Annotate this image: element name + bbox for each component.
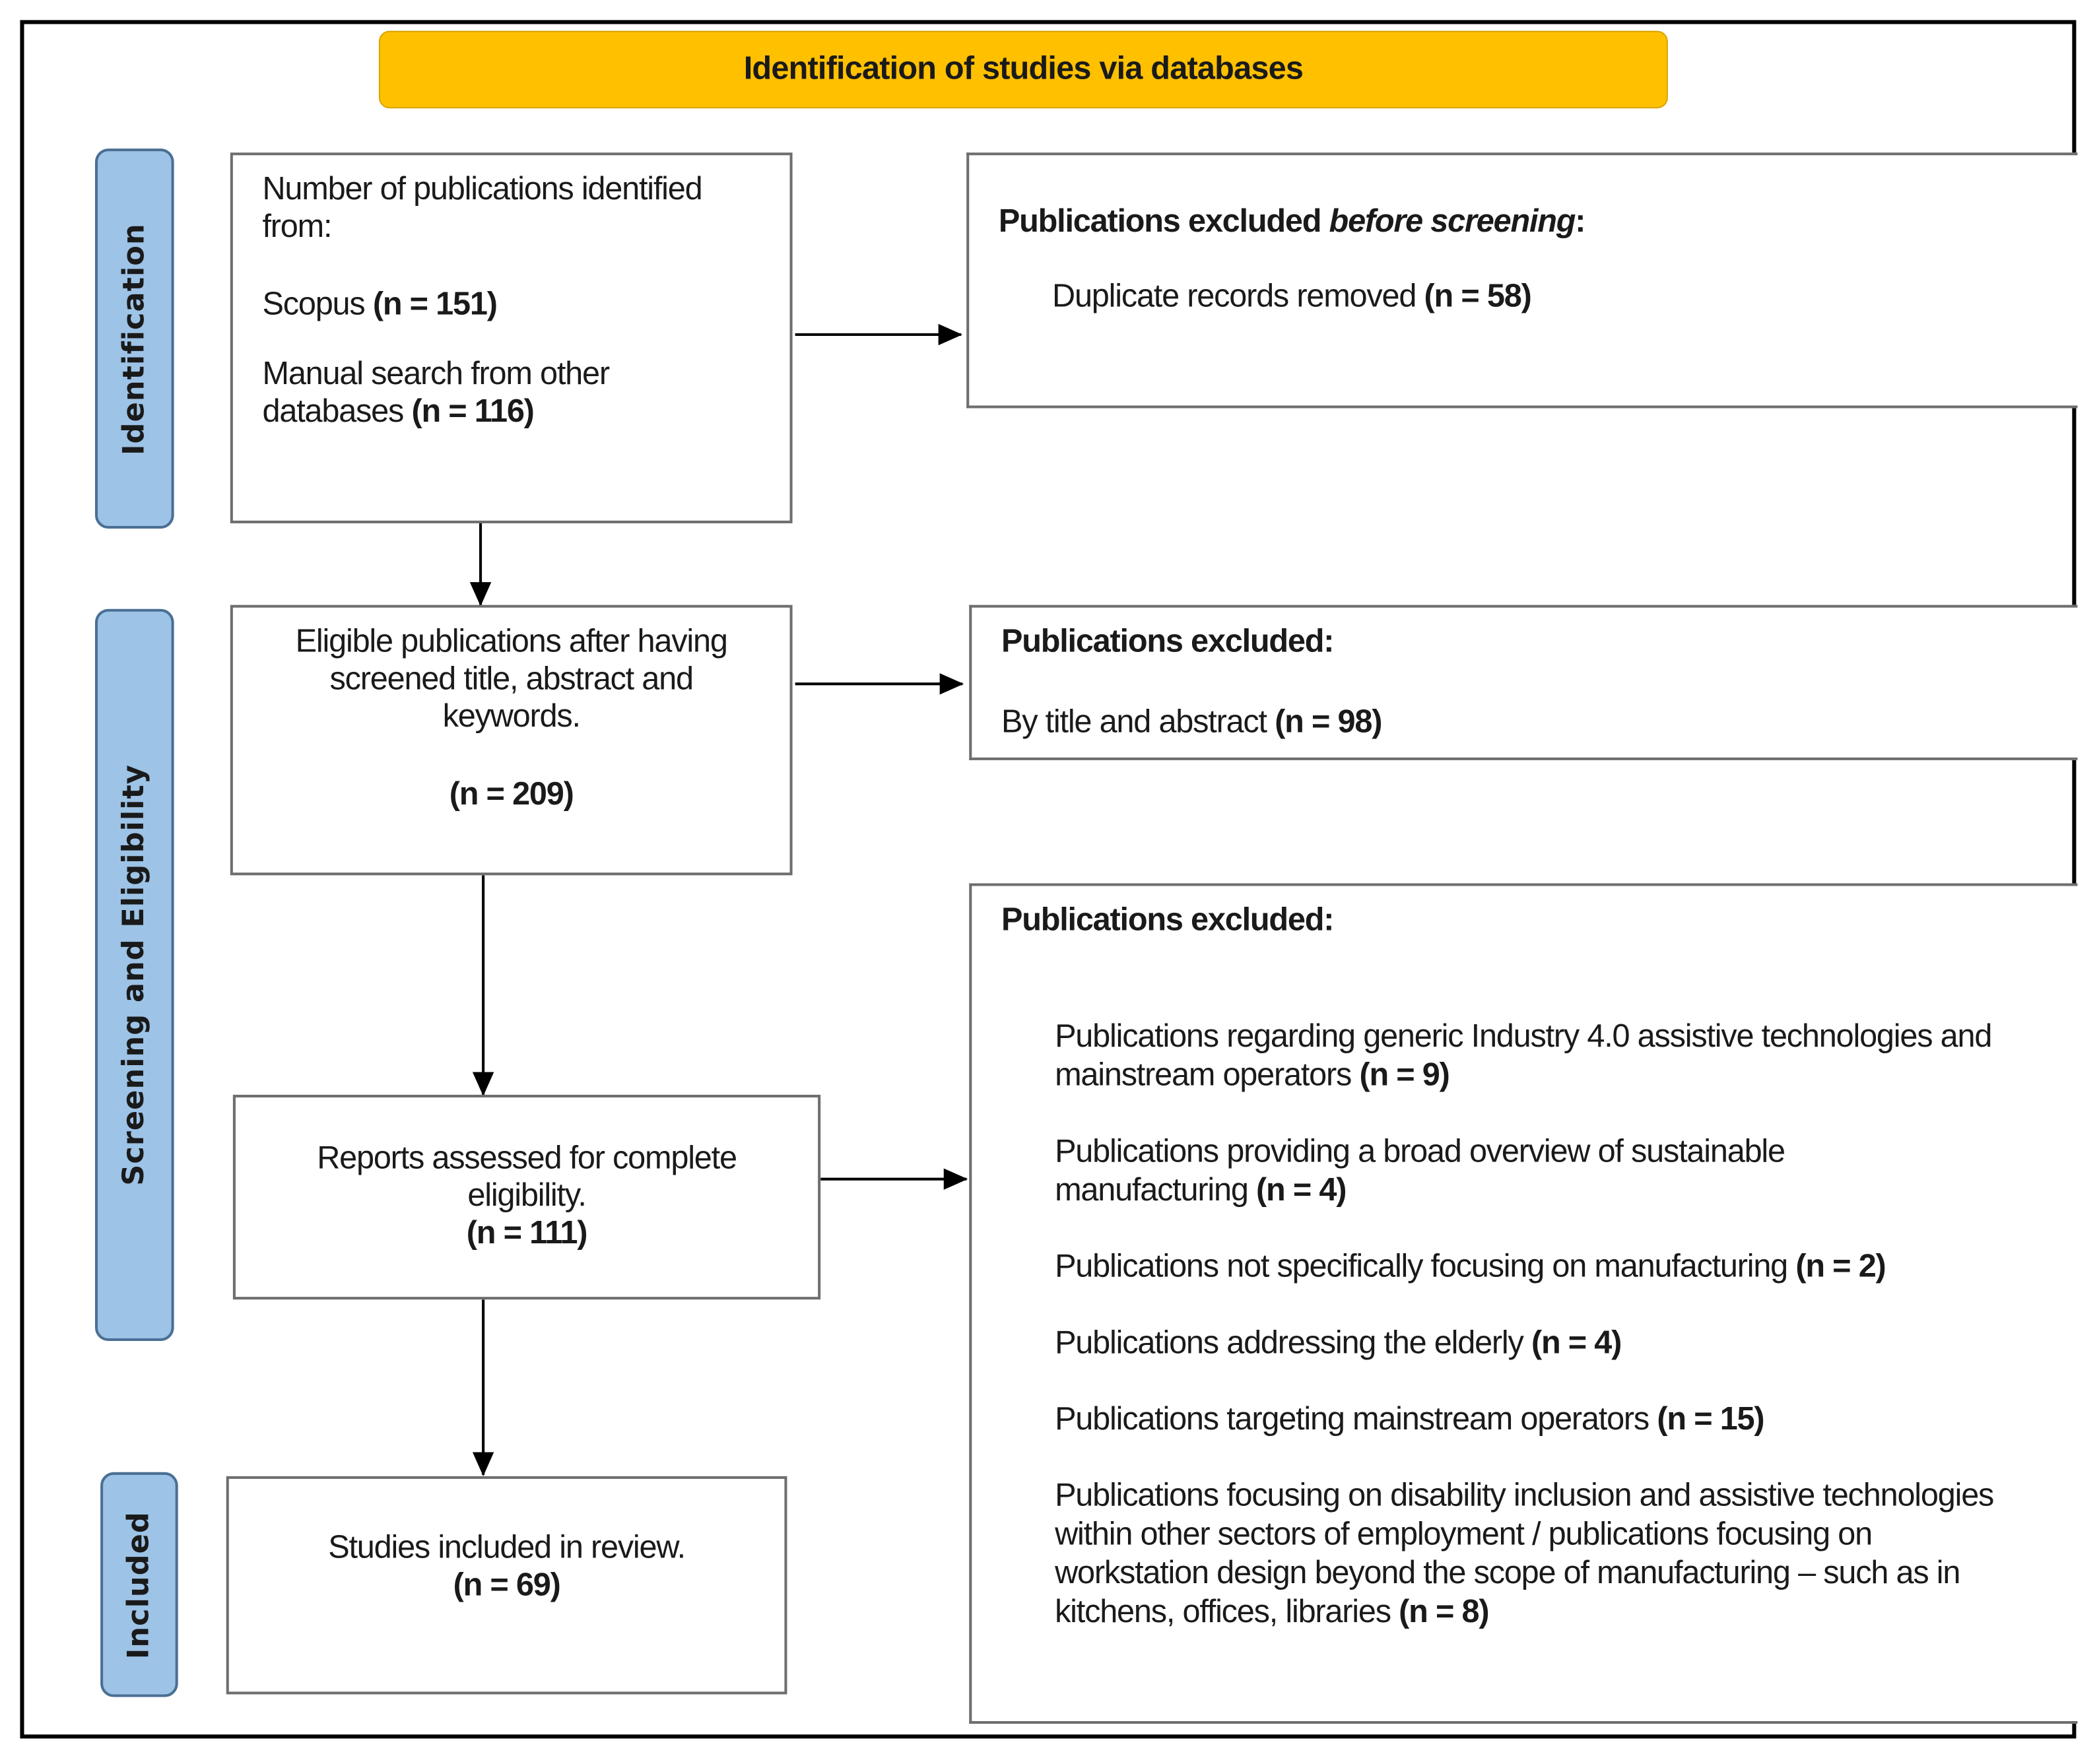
included-box: Studies included in review. (n = 69) <box>226 1476 787 1695</box>
assessed-count: (n = 111) <box>466 1215 588 1252</box>
title-emphasis: before screening <box>1329 203 1576 240</box>
item-count: (n = 4) <box>1256 1172 1347 1209</box>
header-banner: Identification of studies via databases <box>378 30 1668 109</box>
item-label: Publications regarding generic Industry … <box>1055 1018 1992 1094</box>
assessed-text: Reports assessed for complete eligibilit… <box>317 1140 737 1214</box>
item-count: (n = 8) <box>1399 1594 1489 1631</box>
exclusion-item: By title and abstract (n = 98) <box>1001 704 2048 742</box>
screened-box: Eligible publications after having scree… <box>230 604 793 876</box>
exclusion-item: Publications targeting mainstream operat… <box>1055 1400 2059 1439</box>
item-count: (n = 2) <box>1795 1249 1886 1285</box>
item-count: (n = 4) <box>1531 1324 1622 1361</box>
excluded-before-title: Publications excluded before screening: <box>999 203 2048 241</box>
assessed-box: Reports assessed for complete eligibilit… <box>232 1094 821 1300</box>
source-count: (n = 116) <box>411 393 534 430</box>
exclusion-list: Publications regarding generic Industry … <box>1055 1017 2059 1631</box>
item-label: Publications focusing on disability incl… <box>1055 1477 1994 1631</box>
item-count: (n = 98) <box>1275 703 1382 740</box>
identified-intro: Number of publications identified from: <box>262 171 702 245</box>
item-label: Publications targeting mainstream operat… <box>1055 1401 1649 1438</box>
excluded-before-screening-box: Publications excluded before screening: … <box>966 152 2078 408</box>
included-text: Studies included in review. <box>328 1530 686 1566</box>
source-scopus: Scopus (n = 151) <box>262 286 760 324</box>
screened-count: (n = 209) <box>449 776 574 812</box>
excluded-screening-box: Publications excluded: By title and abst… <box>969 604 2078 760</box>
item-label: Publications addressing the elderly <box>1055 1324 1524 1361</box>
diagram-frame <box>20 20 2077 1739</box>
item-count: (n = 9) <box>1359 1057 1449 1094</box>
phase-identification: Identification <box>94 148 174 529</box>
item-label: By title and abstract <box>1001 703 1267 740</box>
item-label: Publications providing a broad overview … <box>1055 1133 1785 1209</box>
identified-box: Number of publications identified from: … <box>230 152 793 523</box>
item-count: (n = 58) <box>1424 278 1532 315</box>
phase-included: Included <box>100 1472 178 1697</box>
item-label: Publications not specifically focusing o… <box>1055 1249 1788 1285</box>
exclusion-item: Publications regarding generic Industry … <box>1055 1017 2059 1095</box>
source-manual: Manual search from other databases (n = … <box>262 356 677 431</box>
exclusion-item: Publications addressing the elderly (n =… <box>1055 1324 2059 1363</box>
item-label: Duplicate records removed <box>1052 278 1416 315</box>
phase-screening-eligibility: Screening and Eligibility <box>94 608 174 1342</box>
item-count: (n = 15) <box>1657 1401 1764 1438</box>
exclusion-item: Duplicate records removed (n = 58) <box>1052 278 2048 316</box>
source-count: (n = 151) <box>372 286 498 323</box>
exclusion-item: Publications focusing on disability incl… <box>1055 1476 2005 1631</box>
exclusion-item: Publications providing a broad overview … <box>1055 1132 1912 1210</box>
excluded-eligibility-box: Publications excluded: Publications rega… <box>969 883 2078 1724</box>
excluded-screening-title: Publications excluded: <box>1001 624 1335 660</box>
title-part: : <box>1575 203 1585 240</box>
source-label: Scopus <box>262 286 365 323</box>
source-label: Manual search from other databases <box>262 356 610 430</box>
title-part: Publications excluded <box>998 203 1329 240</box>
excluded-eligibility-title: Publications excluded: <box>1001 901 1335 938</box>
exclusion-item: Publications not specifically focusing o… <box>1055 1247 2059 1286</box>
header-title: Identification of studies via databases <box>743 51 1304 87</box>
included-count: (n = 69) <box>453 1567 561 1604</box>
screened-text: Eligible publications after having scree… <box>295 624 728 735</box>
